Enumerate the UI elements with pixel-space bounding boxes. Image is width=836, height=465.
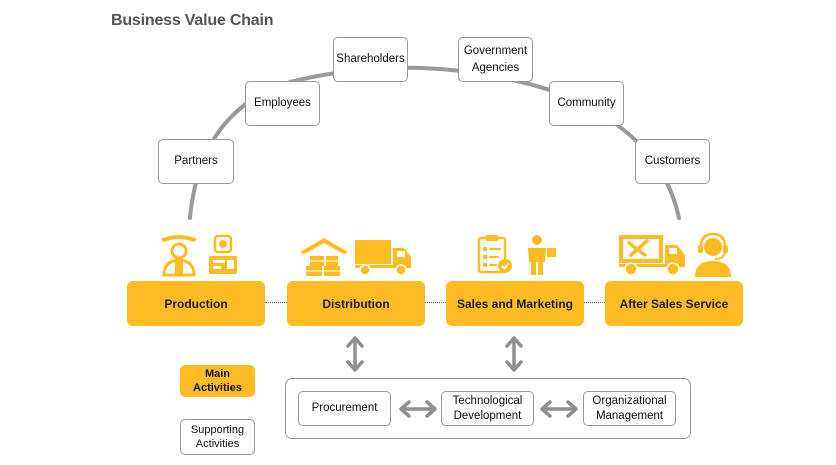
stakeholder-label: Customers — [644, 155, 701, 168]
support-activity-procurement: Procurement — [298, 391, 391, 426]
double-arrow-procurement-tech — [399, 400, 437, 418]
stakeholder-employees: Employees — [245, 81, 320, 126]
stakeholder-government-agencies: Government Agencies — [458, 37, 533, 82]
stakeholder-label: Government Agencies — [463, 44, 528, 74]
worker-badge-icon — [209, 234, 237, 274]
stakeholder-label: Employees — [254, 97, 311, 110]
support-agent-headset-icon — [695, 233, 731, 277]
main-activity-distribution: Distribution — [287, 281, 425, 326]
double-arrow-sales-support — [505, 336, 523, 372]
double-arrow-distribution-support — [346, 336, 364, 372]
stakeholder-shareholders: Shareholders — [333, 37, 408, 82]
support-activity-label: Organizational Management — [592, 395, 667, 422]
stakeholder-label: Community — [557, 97, 616, 110]
checklist-clipboard-icon — [477, 235, 512, 274]
legend-label: Supporting Activities — [190, 423, 245, 450]
stakeholder-label: Shareholders — [336, 53, 405, 66]
supporting-activities-panel — [285, 378, 691, 439]
support-activity-organizational-management: Organizational Management — [583, 391, 676, 426]
service-truck-tools-icon — [619, 235, 685, 276]
stakeholder-customers: Customers — [635, 139, 710, 184]
main-activity-label: Distribution — [322, 296, 390, 311]
stakeholder-community: Community — [549, 81, 624, 126]
page-title: Business Value Chain — [111, 12, 274, 29]
stakeholder-label: Partners — [174, 155, 218, 168]
salesperson-icon — [528, 235, 556, 275]
double-arrow-tech-org — [540, 400, 578, 418]
legend-label: Main Activities — [193, 367, 242, 394]
main-activity-label: After Sales Service — [619, 296, 729, 311]
dotted-connector — [265, 302, 287, 303]
warehouse-boxes-icon — [300, 238, 348, 276]
main-activity-label: Sales and Marketing — [456, 296, 574, 311]
delivery-truck-icon — [355, 240, 411, 276]
legend-main-activities: Main Activities — [180, 365, 255, 397]
dotted-connector — [584, 302, 605, 303]
legend-supporting-activities: Supporting Activities — [180, 419, 255, 455]
main-activity-after-sales-service: After Sales Service — [605, 281, 743, 326]
mining-worker-icon — [161, 235, 197, 277]
support-activity-technological-development: Technological Development — [441, 391, 534, 426]
main-activity-sales-marketing: Sales and Marketing — [446, 281, 584, 326]
support-activity-label: Technological Development — [452, 395, 523, 422]
main-activity-label: Production — [164, 296, 228, 311]
main-activity-production: Production — [127, 281, 265, 326]
stakeholder-partners: Partners — [158, 139, 234, 184]
support-activity-label: Procurement — [311, 402, 378, 415]
dotted-connector — [425, 302, 446, 303]
